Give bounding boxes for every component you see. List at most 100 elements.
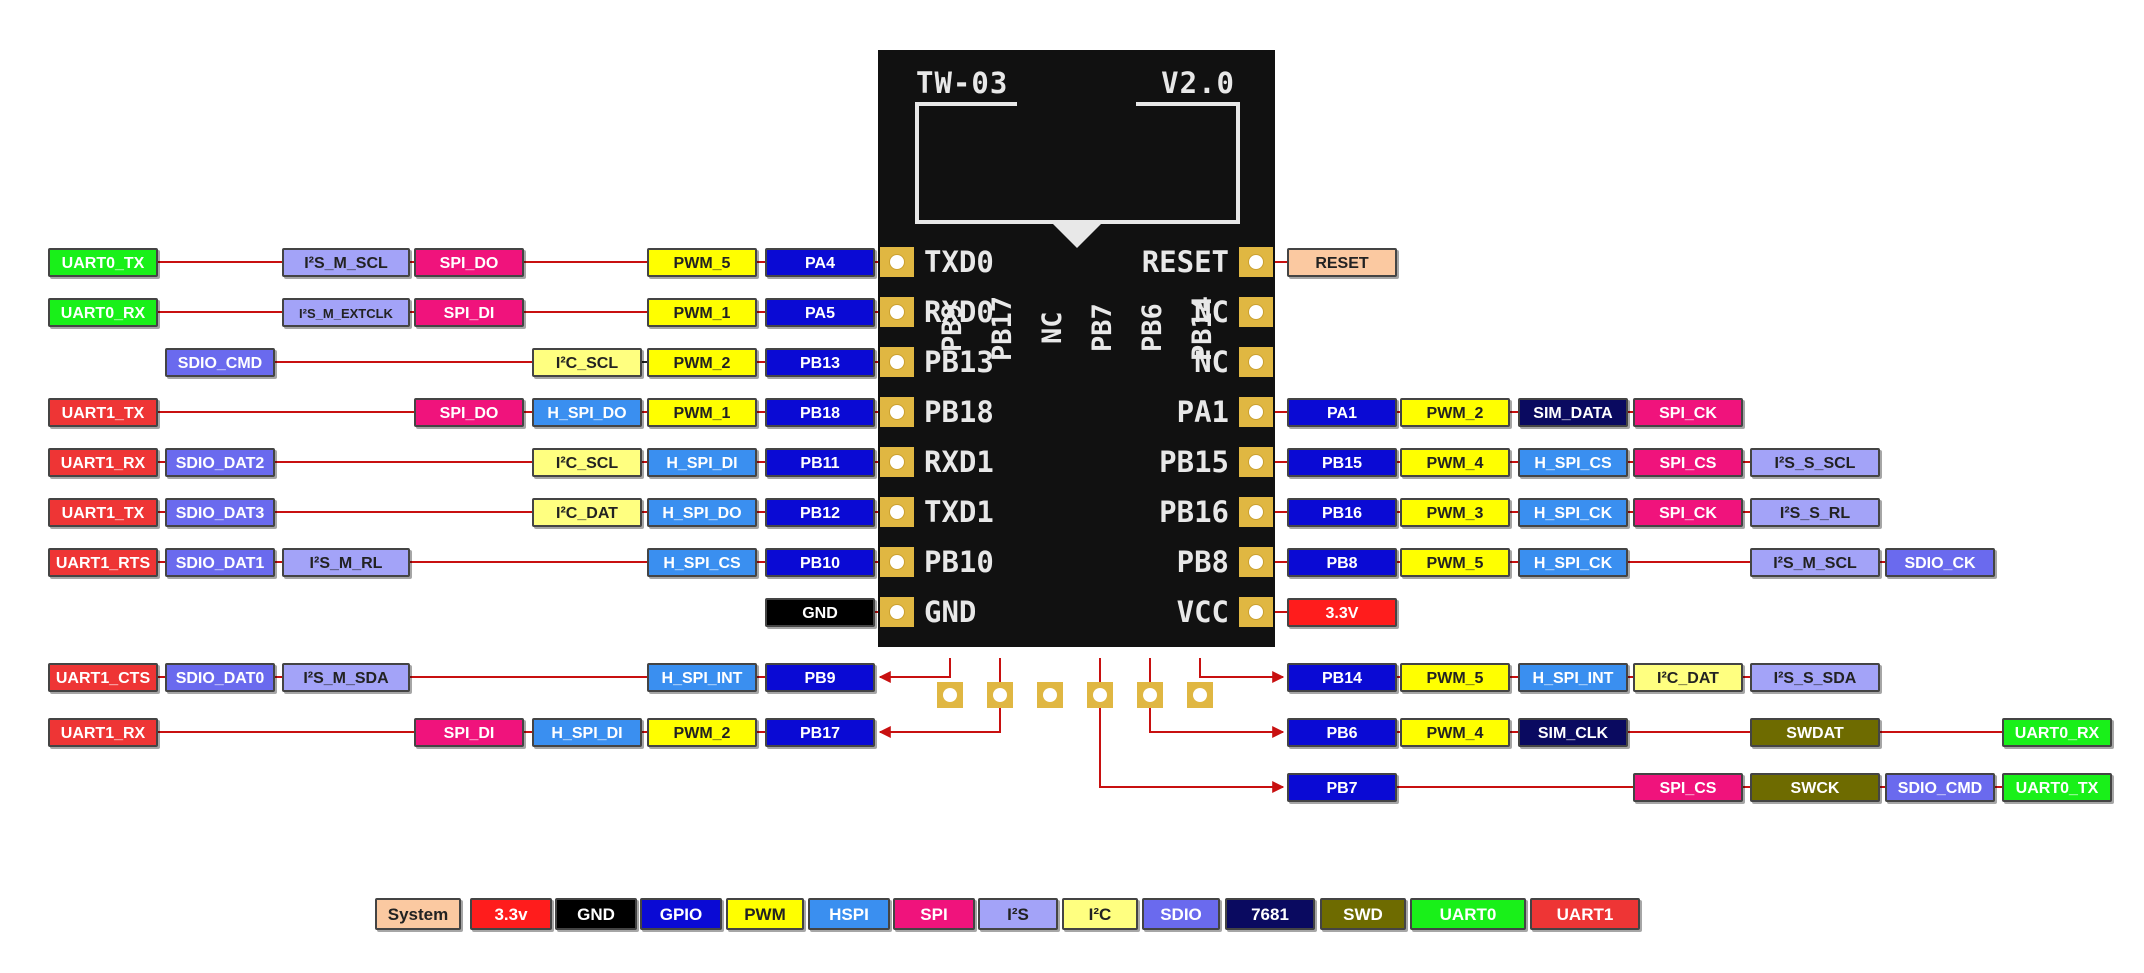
- tag-i-c-dat: I²C_DAT: [532, 498, 642, 527]
- legend-item-gnd: GND: [555, 898, 637, 930]
- legend-item-spi: SPI: [893, 898, 975, 930]
- antenna-outline-top-right: [1136, 102, 1236, 106]
- tag-pb7: PB7: [1287, 773, 1397, 802]
- legend-item-pwm: PWM: [726, 898, 804, 930]
- tag-uart1-cts: UART1_CTS: [48, 663, 158, 692]
- right-pad-reset-0: [1239, 247, 1273, 277]
- tag-sdio-dat1: SDIO_DAT1: [165, 548, 275, 577]
- tag-pa5: PA5: [765, 298, 875, 327]
- right-pad-pb16-5: [1239, 497, 1273, 527]
- tag-sdio-dat0: SDIO_DAT0: [165, 663, 275, 692]
- right-pad-nc-1: [1239, 297, 1273, 327]
- right-pad-nc-2: [1239, 347, 1273, 377]
- tag-h-spi-do: H_SPI_DO: [532, 398, 642, 427]
- tag-pwm-4: PWM_4: [1400, 448, 1510, 477]
- right-pad-vcc-7: [1239, 597, 1273, 627]
- tag-uart1-rx: UART1_RX: [48, 718, 158, 747]
- tag-spi-do: SPI_DO: [414, 398, 524, 427]
- right-pad-pb8-6: [1239, 547, 1273, 577]
- tag-uart0-tx: UART0_TX: [2002, 773, 2112, 802]
- tag-uart1-rx: UART1_RX: [48, 448, 158, 477]
- tag-pb8: PB8: [1287, 548, 1397, 577]
- tag-uart1-rts: UART1_RTS: [48, 548, 158, 577]
- pin1-notch-icon: [1053, 224, 1101, 248]
- wire: [1149, 658, 1285, 738]
- bottom-pad-nc-2: [1037, 682, 1063, 708]
- tag-h-spi-ck: H_SPI_CK: [1518, 498, 1628, 527]
- tag-i-s-m-scl: I²S_M_SCL: [282, 248, 410, 277]
- tag-pwm-5: PWM_5: [1400, 663, 1510, 692]
- right-pad-pb15-4: [1239, 447, 1273, 477]
- bottom-pad-pb7-3: [1087, 682, 1113, 708]
- legend-item-uart0: UART0: [1410, 898, 1526, 930]
- legend-item-3-3v: 3.3v: [470, 898, 552, 930]
- right-pin-label-pb8-6: PB8: [1176, 545, 1229, 579]
- tag-pb13: PB13: [765, 348, 875, 377]
- tag-pb9: PB9: [765, 663, 875, 692]
- tag-sdio-dat3: SDIO_DAT3: [165, 498, 275, 527]
- left-pin-label-gnd: GND: [924, 595, 977, 629]
- tag-pa4: PA4: [765, 248, 875, 277]
- tag-pwm-1: PWM_1: [647, 398, 757, 427]
- left-pin-label-pb18: PB18: [924, 395, 994, 429]
- bottom-pad-pb6-4: [1137, 682, 1163, 708]
- legend-item-sdio: SDIO: [1142, 898, 1220, 930]
- right-pin-label-nc-2: NC: [1194, 345, 1229, 379]
- legend-item-uart1: UART1: [1530, 898, 1640, 930]
- tag-sim-data: SIM_DATA: [1518, 398, 1628, 427]
- tag-h-spi-cs: H_SPI_CS: [1518, 448, 1628, 477]
- tag-pwm-3: PWM_3: [1400, 498, 1510, 527]
- top-pin-label-nc-2: NC: [1037, 311, 1068, 345]
- tag-sdio-ck: SDIO_CK: [1885, 548, 1995, 577]
- tag-reset: RESET: [1287, 248, 1397, 277]
- left-pad-pb10: [880, 547, 914, 577]
- wire: [878, 658, 951, 683]
- legend-item-i2s: I²S: [978, 898, 1058, 930]
- left-pin-label-txd1: TXD1: [924, 495, 994, 529]
- tag-h-spi-do: H_SPI_DO: [647, 498, 757, 527]
- module-version-label: V2.0: [1161, 66, 1235, 100]
- left-pad-rxd0: [880, 297, 914, 327]
- tag-3-3v: 3.3V: [1287, 598, 1397, 627]
- left-pin-label-rxd0: RXD0: [924, 295, 994, 329]
- tag-i-c-scl: I²C_SCL: [532, 348, 642, 377]
- tag-uart1-tx: UART1_TX: [48, 398, 158, 427]
- tag-pb11: PB11: [765, 448, 875, 477]
- tag-pwm-1: PWM_1: [647, 298, 757, 327]
- legend-item-system: System: [375, 898, 461, 930]
- tag-i-s-m-scl: I²S_M_SCL: [1750, 548, 1880, 577]
- tag-pwm-2: PWM_2: [647, 718, 757, 747]
- left-pad-pb13: [880, 347, 914, 377]
- tag-pa1: PA1: [1287, 398, 1397, 427]
- tag-uart0-tx: UART0_TX: [48, 248, 158, 277]
- module-model-label: TW-03: [916, 66, 1009, 100]
- tag-spi-di: SPI_DI: [414, 298, 524, 327]
- right-pin-label-nc-1: NC: [1194, 295, 1229, 329]
- tag-i-s-m-sda: I²S_M_SDA: [282, 663, 410, 692]
- tag-spi-cs: SPI_CS: [1633, 448, 1743, 477]
- tag-i-s-s-sda: I²S_S_SDA: [1750, 663, 1880, 692]
- tag-spi-cs: SPI_CS: [1633, 773, 1743, 802]
- antenna-outline-top-left: [915, 102, 1017, 106]
- tag-pb17: PB17: [765, 718, 875, 747]
- legend-item-i2c: I²C: [1062, 898, 1138, 930]
- legend-item-gpio: GPIO: [640, 898, 722, 930]
- tag-spi-di: SPI_DI: [414, 718, 524, 747]
- tag-sdio-cmd: SDIO_CMD: [1885, 773, 1995, 802]
- tag-swdat: SWDAT: [1750, 718, 1880, 747]
- left-pin-label-rxd1: RXD1: [924, 445, 994, 479]
- bottom-pad-pb14-5: [1187, 682, 1213, 708]
- legend-item-7681: 7681: [1225, 898, 1315, 930]
- tag-gnd: GND: [765, 598, 875, 627]
- tag-sdio-dat2: SDIO_DAT2: [165, 448, 275, 477]
- left-pad-pb18: [880, 397, 914, 427]
- tag-pb16: PB16: [1287, 498, 1397, 527]
- tag-h-spi-di: H_SPI_DI: [532, 718, 642, 747]
- tag-pwm-5: PWM_5: [647, 248, 757, 277]
- tag-h-spi-int: H_SPI_INT: [1518, 663, 1628, 692]
- right-pin-label-reset-0: RESET: [1141, 245, 1229, 279]
- legend-item-hspi: HSPI: [808, 898, 890, 930]
- tag-h-spi-int: H_SPI_INT: [647, 663, 757, 692]
- right-pad-pa1-3: [1239, 397, 1273, 427]
